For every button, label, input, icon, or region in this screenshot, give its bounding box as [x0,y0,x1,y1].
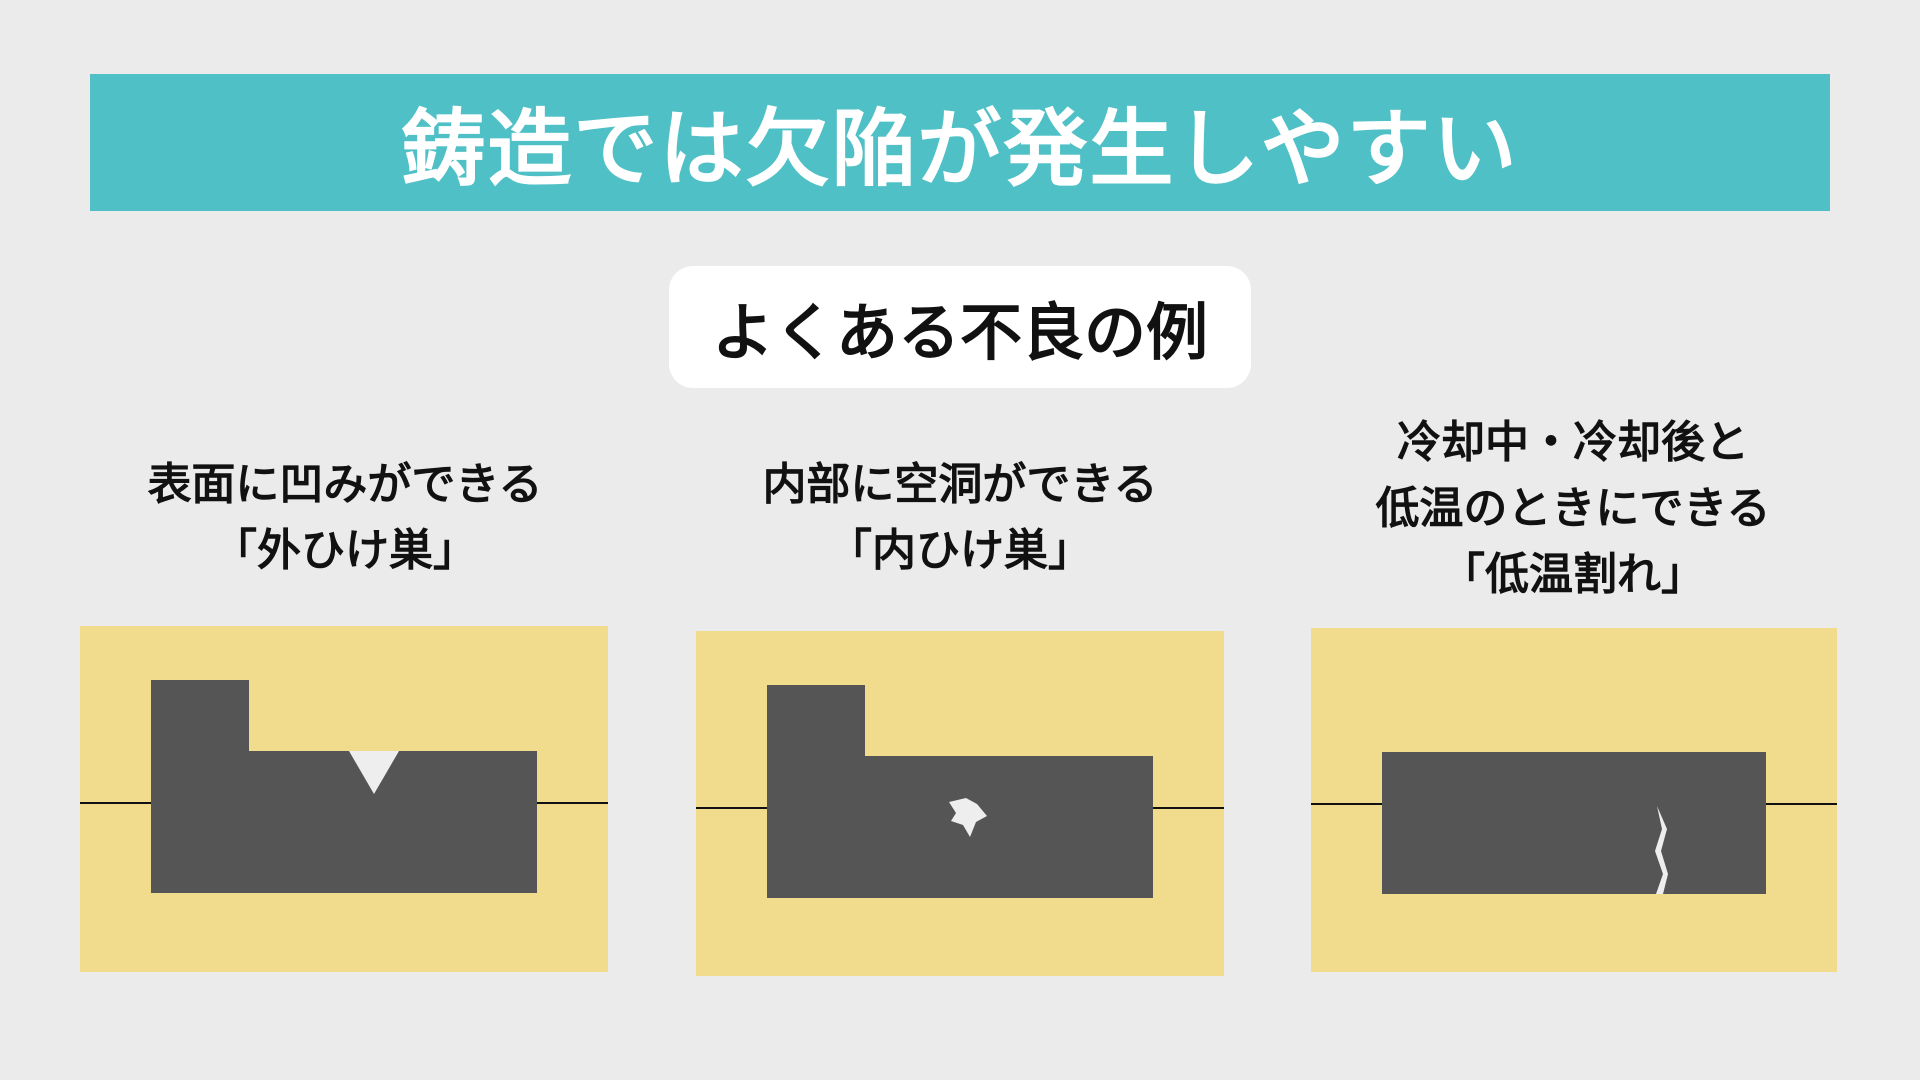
page-title: 鋳造では欠陥が発生しやすい [401,100,1519,198]
mold-diagram-outer-shrinkage [80,626,608,972]
casting-shape [767,685,1153,898]
defect-label-cold-crack: 冷却中・冷却後と 低温のときにできる 「低温割れ」 [1293,410,1853,608]
subtitle-pill: よくある不良の例 [669,266,1251,388]
internal-void-defect [949,798,987,837]
casting-shape [1382,752,1766,894]
title-banner: 鋳造では欠陥が発生しやすい [90,74,1830,211]
label-line: 「内ひけ巣」 [828,525,1092,576]
mold-diagram-inner-shrinkage [696,631,1224,976]
label-line: 内部に空洞ができる [762,459,1158,510]
label-line: 表面に凹みができる [147,459,543,510]
surface-dent-defect [349,751,399,794]
label-line: 冷却中・冷却後と [1397,417,1749,468]
label-line: 「低温割れ」 [1441,549,1705,600]
subtitle: よくある不良の例 [711,296,1208,369]
label-line: 低温のときにできる [1375,483,1771,534]
casting-shape [151,680,537,893]
defect-label-outer-shrinkage: 表面に凹みができる 「外ひけ巣」 [65,452,625,584]
defect-label-inner-shrinkage: 内部に空洞ができる 「内ひけ巣」 [680,452,1240,584]
mold-diagram-cold-crack [1311,628,1837,972]
label-line: 「外ひけ巣」 [213,525,477,576]
crack-defect [1655,806,1668,894]
